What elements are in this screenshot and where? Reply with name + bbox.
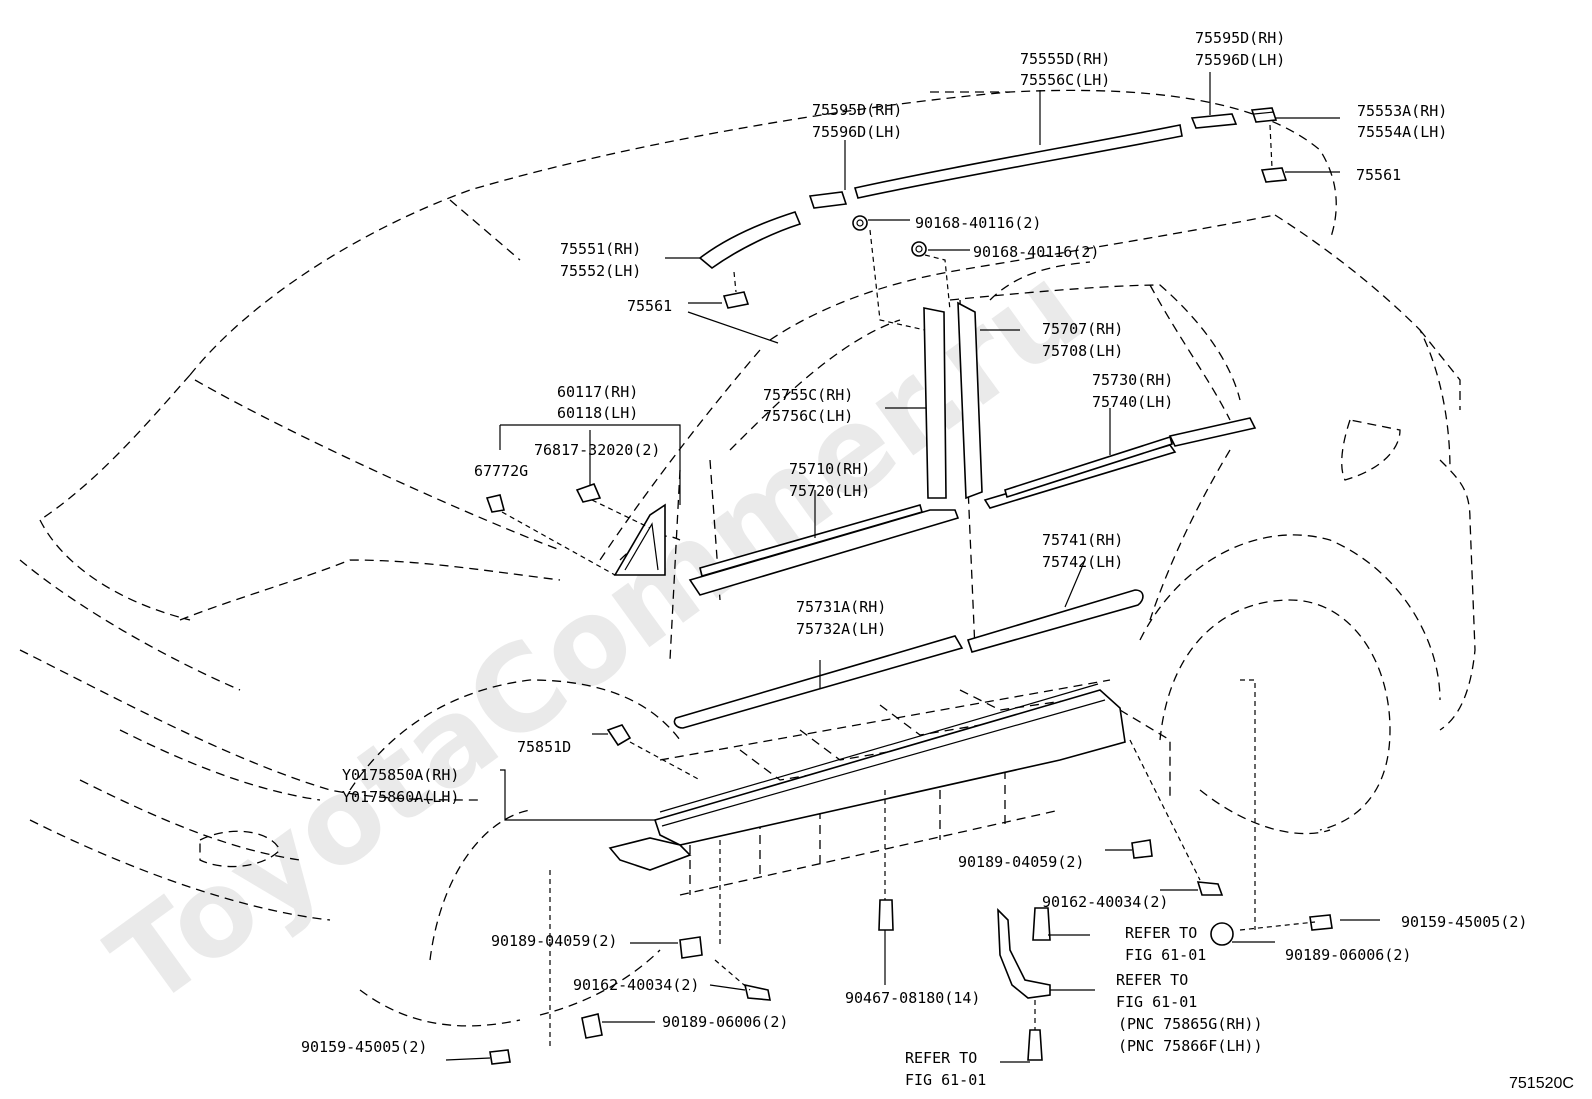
part-clip-76817: [575, 482, 651, 529]
label-Y0175860A: Y0175860A(LH): [342, 788, 459, 806]
part-front-window-moulding: [688, 504, 960, 596]
diagram-code: 751520C: [1509, 1075, 1574, 1092]
label-75554A: 75554A(LH): [1357, 123, 1447, 141]
part-clip-67772G: [485, 494, 616, 576]
label-90159-left: 90159-45005(2): [301, 1038, 427, 1056]
label-refer-3b: FIG 61-01: [905, 1071, 986, 1089]
label-75720: 75720(LH): [789, 482, 870, 500]
part-bolt-center: [878, 790, 894, 931]
part-clip-90168-b: [911, 241, 927, 257]
label-75595D-mid: 75595D(RH): [812, 101, 902, 119]
label-refer-1b: FIG 61-01: [1125, 946, 1206, 964]
label-90189-04059-left: 90189-04059(2): [491, 932, 617, 950]
label-75561-left: 75561: [627, 297, 672, 315]
part-front-roof-moulding: [698, 211, 802, 270]
label-75742: 75742(LH): [1042, 553, 1123, 571]
label-75710: 75710(RH): [789, 460, 870, 478]
part-labels: 75555D(RH) 75556C(LH) 75595D(RH) 75596D(…: [301, 29, 1574, 1092]
part-quarter-garnish: [613, 503, 666, 576]
part-pillar-garnish-a: [923, 307, 947, 499]
label-75561-right: 75561: [1356, 166, 1401, 184]
label-75707: 75707(RH): [1042, 320, 1123, 338]
label-90168-a: 90168-40116(2): [915, 214, 1041, 232]
part-bolt-right: [1032, 907, 1051, 941]
part-clip-75851D: [606, 724, 701, 781]
label-60117: 60117(RH): [557, 383, 638, 401]
label-90189-06006-left: 90189-06006(2): [662, 1013, 788, 1031]
label-90168-b: 90168-40116(2): [973, 243, 1099, 261]
leader-lines: [445, 72, 1380, 1063]
part-rocker-end: [608, 837, 692, 871]
label-75596D-top: 75596D(LH): [1195, 51, 1285, 69]
part-clip-75561-r: [1260, 124, 1288, 183]
label-refer-1a: REFER TO: [1125, 924, 1197, 942]
label-75556C: 75556C(LH): [1020, 71, 1110, 89]
label-pnc-1: (PNC 75865G(RH)): [1118, 1015, 1263, 1033]
label-75595D-top: 75595D(RH): [1195, 29, 1285, 47]
part-clip-75561-l: [722, 271, 750, 309]
label-75755C: 75755C(RH): [763, 386, 853, 404]
label-Y0175850A: Y0175850A(RH): [342, 766, 459, 784]
label-90189-06006-right: 90189-06006(2): [1285, 946, 1411, 964]
label-pnc-2: (PNC 75866F(LH)): [1118, 1037, 1263, 1055]
label-refer-2b: FIG 61-01: [1116, 993, 1197, 1011]
part-rocker-panel: [653, 683, 1126, 846]
label-75552: 75552(LH): [560, 262, 641, 280]
part-roof-end-cap: [1250, 107, 1278, 123]
vehicle-outline: [19, 89, 1476, 1027]
label-75708: 75708(LH): [1042, 342, 1123, 360]
label-90467: 90467-08180(14): [845, 989, 980, 1007]
label-refer-3a: REFER TO: [905, 1049, 977, 1067]
label-75551: 75551(RH): [560, 240, 641, 258]
label-75732A: 75732A(LH): [796, 620, 886, 638]
label-75553A: 75553A(RH): [1357, 102, 1447, 120]
label-75756C: 75756C(LH): [763, 407, 853, 425]
label-75731A: 75731A(RH): [796, 598, 886, 616]
label-75555D: 75555D(RH): [1020, 50, 1110, 68]
label-90159-right: 90159-45005(2): [1401, 913, 1527, 931]
dashed-leader-right: [1240, 679, 1256, 930]
watermark: ToyotaCommer.ru: [85, 238, 1106, 1033]
part-rear-door-moulding: [966, 589, 1144, 653]
label-90162-left: 90162-40034(2): [573, 976, 699, 994]
part-roof-cap-mid: [808, 191, 848, 209]
part-pillar-garnish-b: [957, 301, 983, 500]
label-refer-2a: REFER TO: [1116, 971, 1188, 989]
label-75730: 75730(RH): [1092, 371, 1173, 389]
label-75851D: 75851D: [517, 738, 571, 756]
part-front-door-moulding: [673, 635, 964, 729]
part-roof-cap-top: [1190, 113, 1238, 129]
part-fastener-right-group: [1129, 739, 1333, 946]
label-75596D-mid: 75596D(LH): [812, 123, 902, 141]
label-60118: 60118(LH): [557, 404, 638, 422]
label-76817: 76817-32020(2): [534, 441, 660, 459]
part-roof-rail: [853, 124, 1183, 199]
label-75741: 75741(RH): [1042, 531, 1123, 549]
label-67772G: 67772G: [474, 462, 528, 480]
label-90162-right: 90162-40034(2): [1042, 893, 1168, 911]
part-fastener-left-group: [489, 840, 771, 1065]
dashed-leader-clip-a: [869, 229, 926, 331]
label-90189-04059-right: 90189-04059(2): [958, 853, 1084, 871]
label-75740: 75740(LH): [1092, 393, 1173, 411]
dashed-leader-clip-b: [924, 254, 951, 311]
part-rear-window-moulding: [983, 417, 1257, 509]
part-clip-90168-a: [852, 215, 868, 231]
part-bolt-bottom: [1027, 1000, 1043, 1061]
